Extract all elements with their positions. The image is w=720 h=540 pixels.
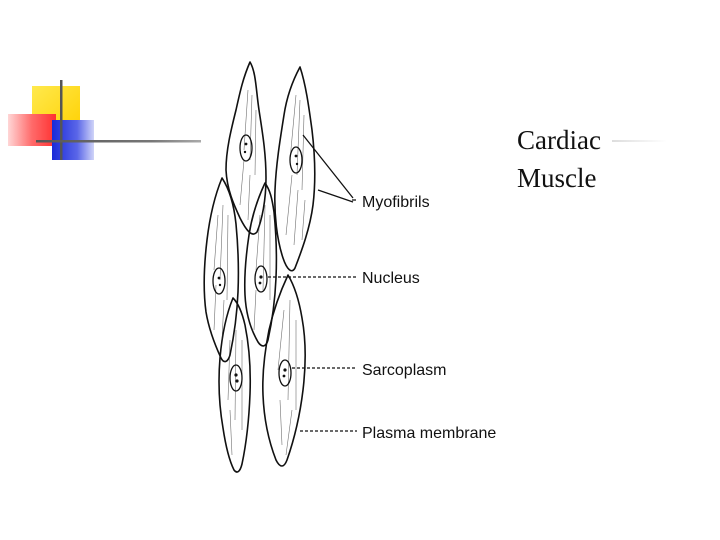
cell-upper-right [274, 66, 316, 272]
label-myofibrils: Myofibrils [362, 194, 430, 211]
nucleus-4 [254, 265, 268, 293]
cell-middle [243, 182, 278, 347]
label-plasma-membrane: Plasma membrane [362, 425, 496, 442]
myofibril-striations [213, 89, 306, 456]
nucleus-3 [212, 267, 226, 295]
nucleus-5 [229, 364, 243, 392]
deco-title-underline [612, 140, 667, 142]
leader-lines [268, 134, 357, 432]
slide-title-line-1: Cardiac [517, 125, 601, 155]
nucleus-2 [289, 146, 303, 174]
cell-middle-left [203, 177, 240, 363]
leader-myofibrils-1 [302, 134, 354, 199]
deco-horizontal-line [36, 140, 201, 143]
deco-vertical-line [60, 80, 63, 160]
label-sarcoplasm: Sarcoplasm [362, 362, 446, 379]
cell-lower-left [218, 297, 252, 473]
cell-lower-right [262, 274, 306, 467]
cell-upper-left [225, 61, 267, 235]
slide-title-line-2: Muscle [517, 163, 597, 193]
nuclei [212, 134, 303, 392]
nucleus-1 [239, 134, 253, 162]
nucleus-6 [278, 359, 292, 387]
muscle-cells [203, 61, 316, 473]
label-nucleus: Nucleus [362, 270, 420, 287]
leader-myofibrils-2 [317, 189, 354, 203]
nucleoli [217, 142, 299, 383]
